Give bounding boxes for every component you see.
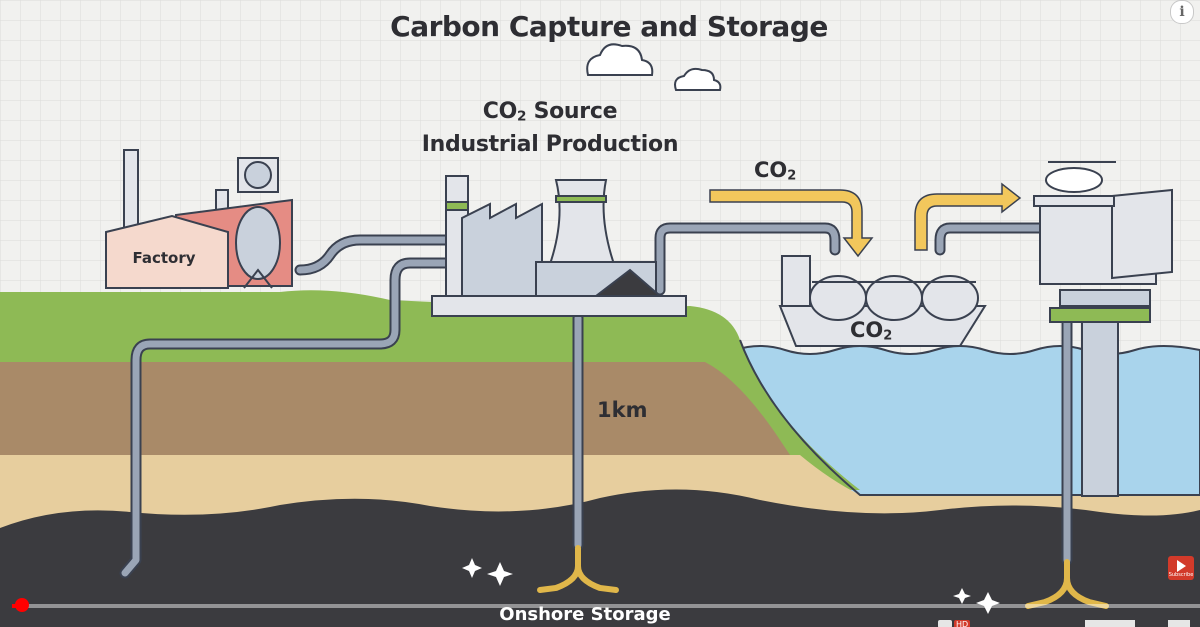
cloud-icon <box>586 43 722 91</box>
factory-label: Factory <box>132 249 196 267</box>
depth-label: 1km <box>597 398 648 422</box>
co2-arrow-label: CO2 <box>754 158 797 184</box>
co2-ship-label: CO2 <box>850 318 893 344</box>
info-icon[interactable]: i <box>1170 0 1194 24</box>
miniplayer-icon[interactable] <box>1085 620 1135 627</box>
storage-injection-fork-icon <box>537 545 1109 609</box>
co2-source-label: CO2 Source Industrial Production <box>421 99 679 157</box>
lng-ship <box>778 255 987 347</box>
progress-bar[interactable] <box>12 604 1200 608</box>
sparkle-icon <box>462 558 1000 614</box>
factory-building <box>105 149 293 289</box>
video-title-text: Carbon Capture and Storage <box>390 10 828 43</box>
fullscreen-icon[interactable] <box>1168 620 1190 627</box>
play-icon <box>1177 560 1186 572</box>
subscribe-button[interactable]: Subscribe <box>1168 556 1194 580</box>
subscribe-label: Subscribe <box>1168 572 1194 578</box>
scrubber-handle[interactable] <box>15 598 29 612</box>
hd-badge: HD <box>954 620 971 627</box>
industrial-plant <box>431 175 687 317</box>
settings-icon[interactable] <box>938 620 952 627</box>
offshore-platform <box>1033 161 1173 497</box>
co2-flow-arrow-icon <box>709 182 1022 258</box>
caption-text: Onshore Storage <box>499 604 671 625</box>
